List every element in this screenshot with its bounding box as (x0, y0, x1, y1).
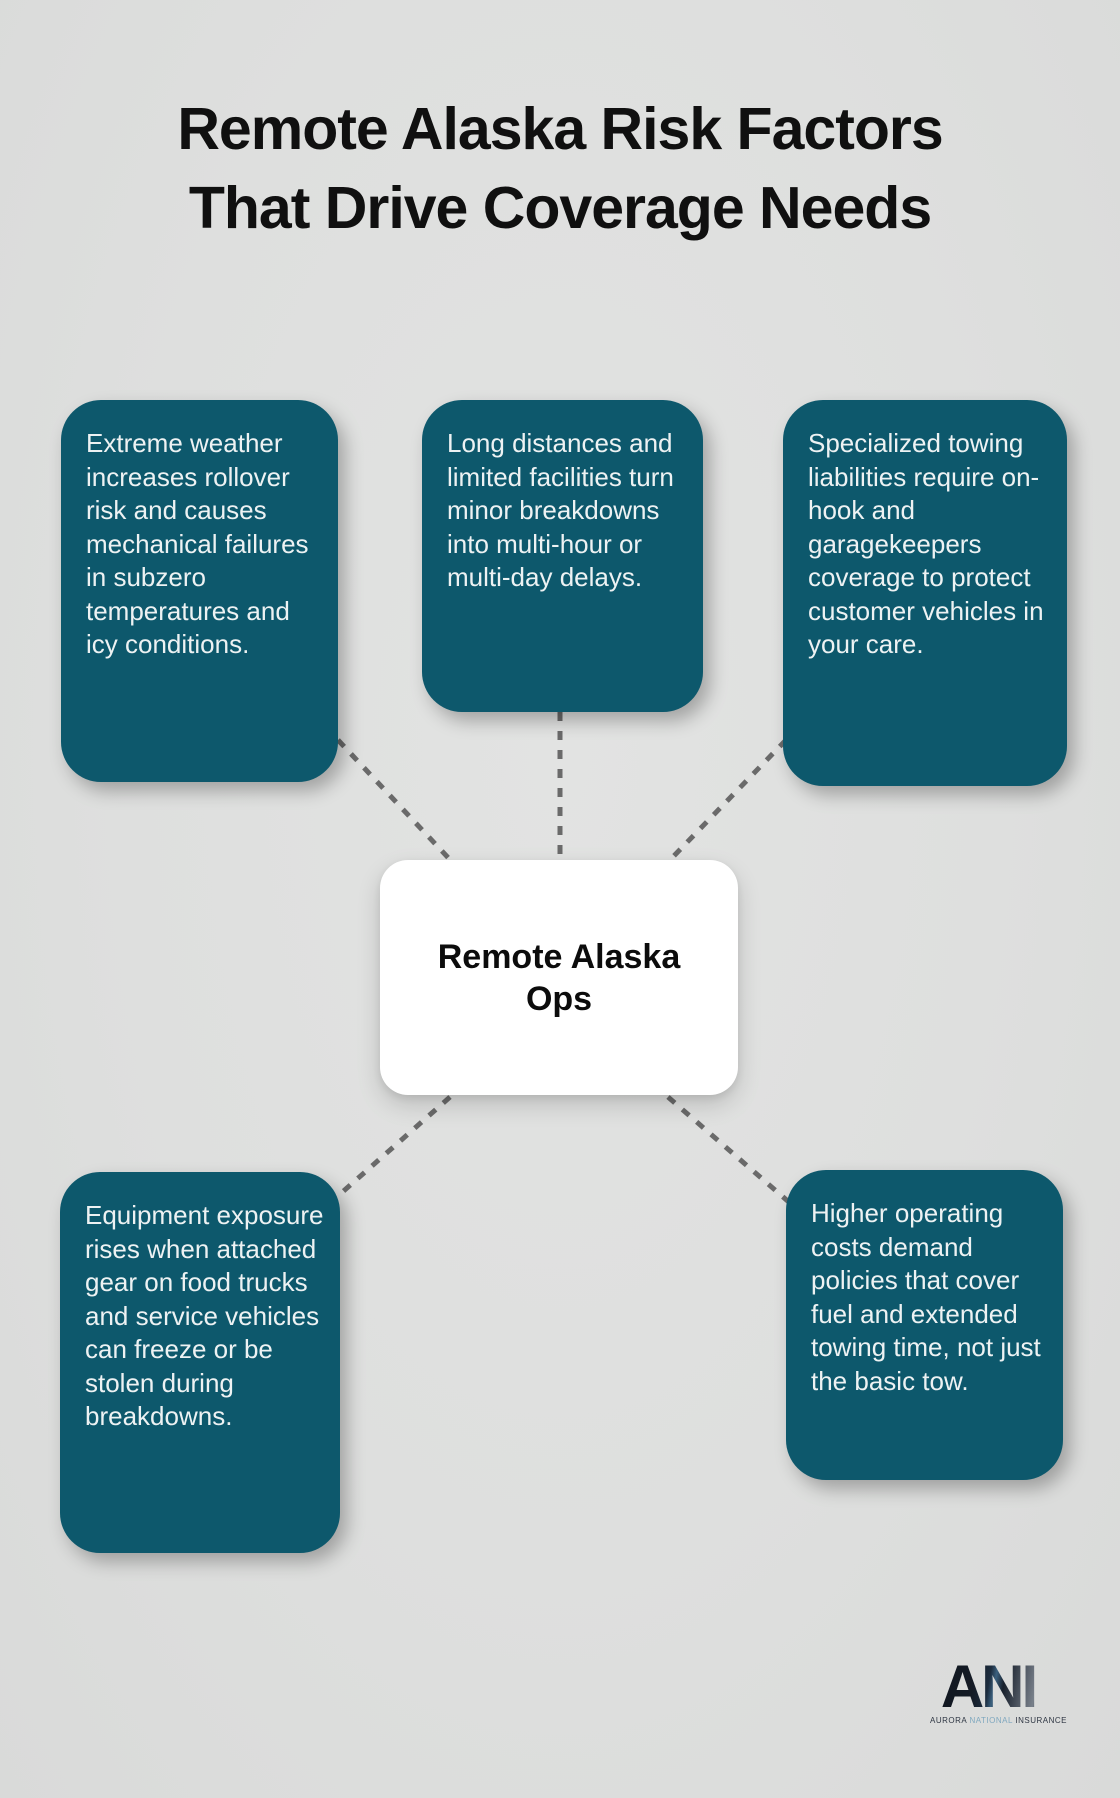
node-bottom-right: Higher operating costs demand policies t… (786, 1170, 1063, 1480)
ani-logo: ANI AURORA NATIONAL INSURANCE (930, 1657, 1067, 1726)
node-top-right: Specialized towing liabilities require o… (783, 400, 1067, 786)
logo-subtitle-word-aurora: AURORA (930, 1716, 967, 1725)
page-title: Remote Alaska Risk Factors That Drive Co… (0, 90, 1120, 248)
connector-top-right (666, 738, 788, 864)
connector-bottom-right (666, 1095, 792, 1205)
center-node-label: Remote Alaska Ops (437, 937, 681, 1018)
logo-acronym: ANI (930, 1657, 1046, 1717)
node-top-middle: Long distances and limited facilities tu… (422, 400, 703, 712)
connector-top-left (336, 738, 457, 867)
node-bottom-left-text: Equipment exposure rises when attached g… (85, 1200, 324, 1431)
logo-subtitle-word-national: NATIONAL (969, 1716, 1013, 1725)
center-node: Remote Alaska Ops (380, 860, 738, 1095)
logo-subtitle: AURORA NATIONAL INSURANCE (930, 1716, 1067, 1725)
node-bottom-left: Equipment exposure rises when attached g… (60, 1172, 340, 1553)
node-top-left: Extreme weather increases rollover risk … (61, 400, 338, 782)
connector-bottom-left (328, 1095, 452, 1205)
node-top-left-text: Extreme weather increases rollover risk … (86, 428, 309, 659)
node-top-middle-text: Long distances and limited facilities tu… (447, 428, 674, 592)
node-bottom-right-text: Higher operating costs demand policies t… (811, 1198, 1041, 1396)
page-title-line1: Remote Alaska Risk Factors (177, 96, 943, 162)
logo-subtitle-word-insurance: INSURANCE (1015, 1716, 1068, 1725)
node-top-right-text: Specialized towing liabilities require o… (808, 428, 1044, 659)
page-title-line2: That Drive Coverage Needs (188, 175, 932, 241)
